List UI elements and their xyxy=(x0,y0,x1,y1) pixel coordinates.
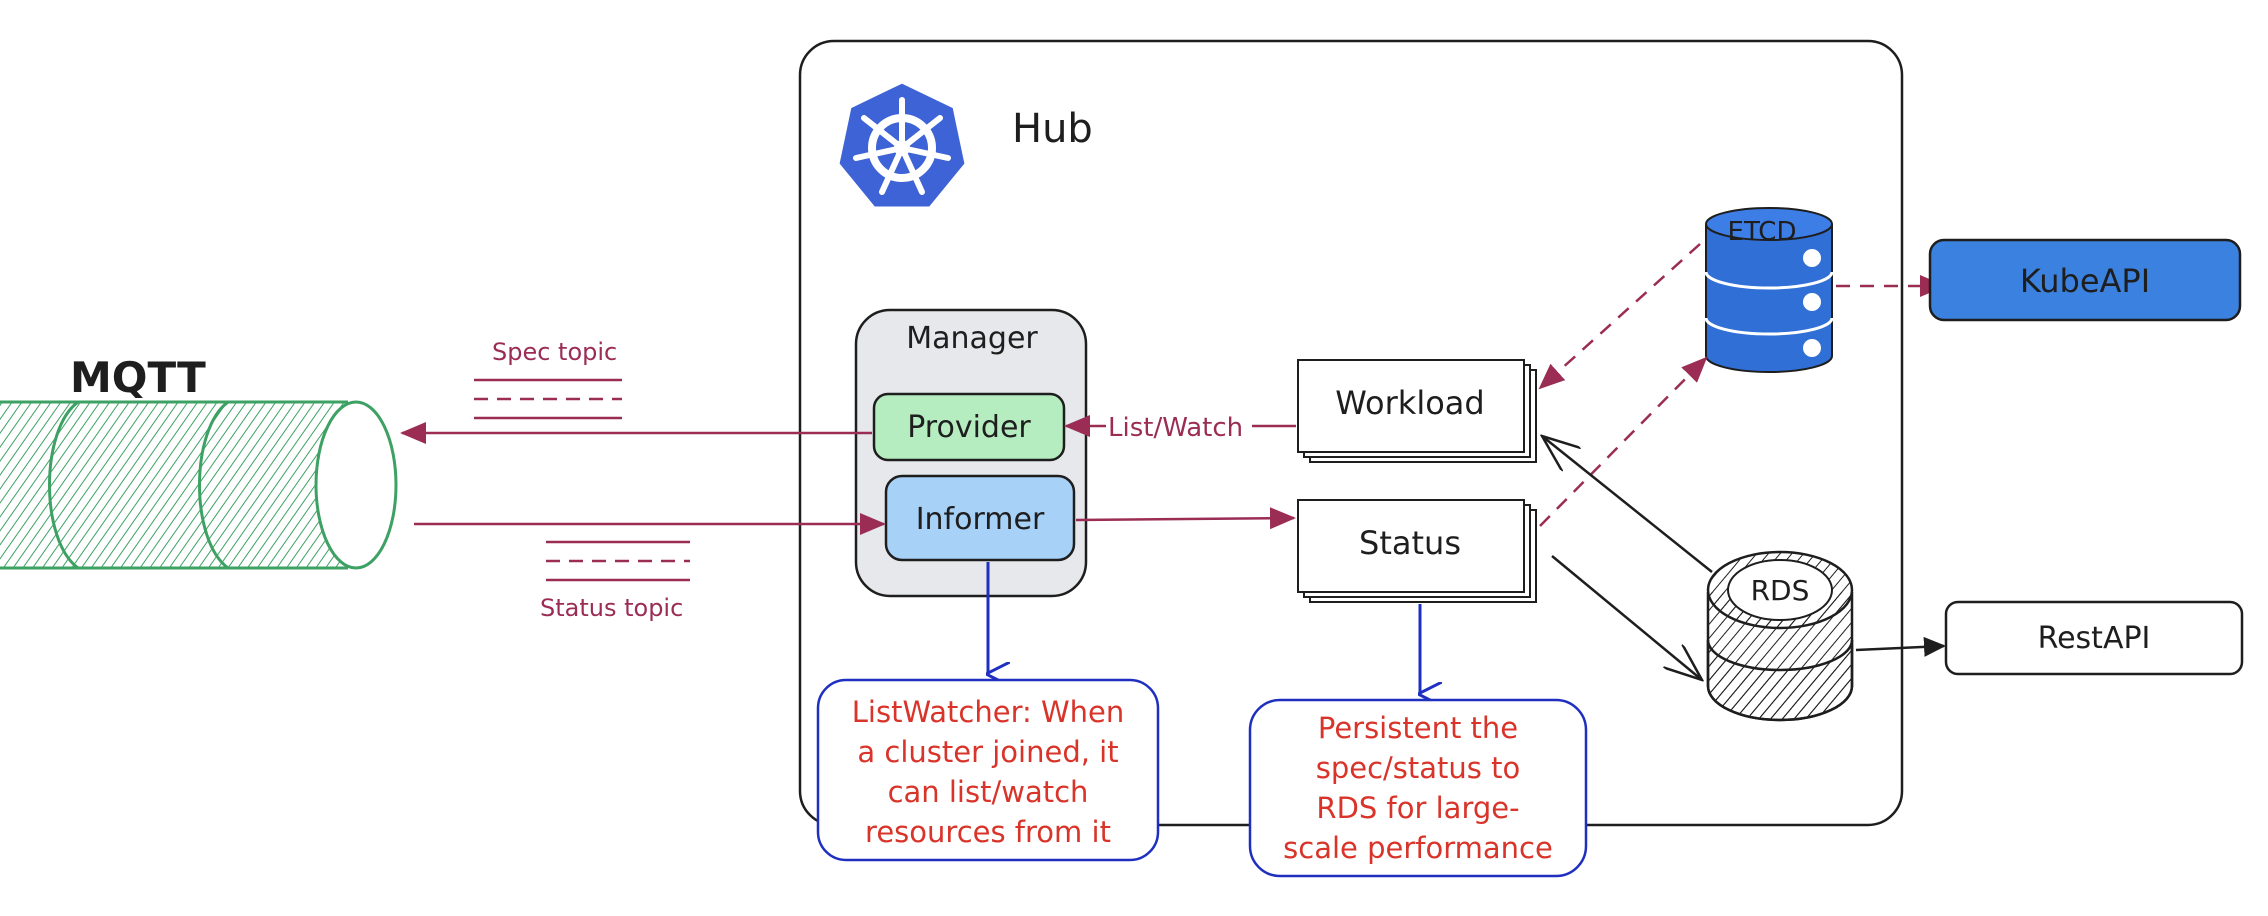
listwatcher-line-2: a cluster joined, it xyxy=(857,735,1118,769)
rds-label: RDS xyxy=(1751,574,1810,607)
kubernetes-icon xyxy=(836,80,968,210)
restapi-label: RestAPI xyxy=(2038,621,2151,656)
etcd-workload-link xyxy=(1538,243,1701,390)
persistent-line-4: scale performance xyxy=(1283,831,1553,865)
listwatcher-line-4: resources from it xyxy=(865,815,1111,849)
hub-title: Hub xyxy=(1012,106,1093,152)
persistent-line-1: Persistent the xyxy=(1318,711,1518,745)
persistent-note xyxy=(1248,698,1588,878)
mqtt-title: MQTT xyxy=(70,353,206,402)
workload-label: Workload xyxy=(1335,384,1484,422)
rds-workload-arrow xyxy=(1542,436,1713,573)
workload-box xyxy=(1297,359,1537,463)
status-topic-marks xyxy=(546,540,690,582)
spec-topic-marks xyxy=(474,378,622,420)
status-box xyxy=(1297,499,1537,603)
status-etcd-link xyxy=(1539,356,1708,527)
mqtt-broker xyxy=(0,400,398,570)
rds-database-icon xyxy=(1706,550,1854,722)
etcd-database-icon xyxy=(1704,207,1834,373)
spec-topic-label: Spec topic xyxy=(492,338,617,366)
status-rds-arrow xyxy=(1551,555,1702,680)
informer-label: Informer xyxy=(916,502,1045,537)
manager-title: Manager xyxy=(906,321,1038,356)
persistent-line-3: RDS for large- xyxy=(1316,791,1519,825)
persistent-line-2: spec/status to xyxy=(1316,751,1521,785)
etcd-label: ETCD xyxy=(1728,217,1797,247)
rds-restapi-arrow xyxy=(1855,636,1946,657)
provider-label: Provider xyxy=(907,410,1031,445)
listwatch-label: List/Watch xyxy=(1108,413,1243,443)
status-topic-label: Status topic xyxy=(540,594,683,622)
informer-box xyxy=(884,474,1076,562)
informer-status-arrow xyxy=(1075,507,1296,530)
listwatcher-line-1: ListWatcher: When xyxy=(852,695,1125,729)
status-label: Status xyxy=(1359,524,1461,562)
listwatcher-line-3: can list/watch xyxy=(888,775,1089,809)
persistent-note-text: Persistent the spec/status to RDS for la… xyxy=(1283,711,1553,865)
kubeapi-box xyxy=(1928,238,2242,322)
kubeapi-label: KubeAPI xyxy=(2020,262,2150,300)
listwatcher-note-text: ListWatcher: When a cluster joined, it c… xyxy=(852,695,1125,849)
listwatcher-note xyxy=(816,678,1160,862)
restapi-box xyxy=(1944,600,2244,676)
